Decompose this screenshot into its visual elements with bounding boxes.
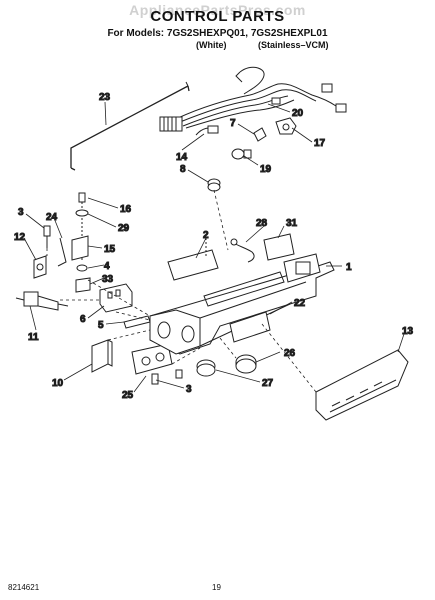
watermark: AppliancePartsPros.com (129, 2, 306, 18)
callout-2: 2 (203, 230, 209, 241)
callout-4: 4 (104, 261, 110, 272)
part-23-rod (70, 81, 190, 171)
callout-3-bottom: 3 (186, 384, 192, 395)
callout-6: 6 (80, 314, 86, 325)
models-line: For Models: 7GS2SHEXPQ01, 7GS2SHEXPL01 (107, 28, 328, 39)
part-33-clip (75, 277, 91, 293)
callout-12: 12 (14, 232, 26, 243)
callout-3-top: 3 (18, 207, 24, 218)
assembly-guides (46, 189, 317, 393)
part-3-screw-upper (43, 225, 51, 248)
callout-27: 27 (262, 378, 274, 389)
part-24-spring (57, 237, 67, 267)
page-number: 19 (212, 583, 221, 592)
callout-14: 14 (176, 152, 188, 163)
callout-19: 19 (260, 164, 272, 175)
part-11-actuator (15, 291, 69, 311)
part-15-bracket (71, 235, 89, 261)
part-3-screw-right (175, 369, 183, 379)
part-22-insert (229, 311, 271, 343)
callout-16: 16 (120, 204, 132, 215)
leader-lines (23, 101, 405, 393)
callout-11: 11 (28, 332, 39, 343)
part-28-lead (230, 238, 255, 263)
part-20-wire-harness (159, 66, 347, 136)
callout-25: 25 (122, 390, 134, 401)
callout-1: 1 (346, 262, 352, 273)
part-6-block (99, 283, 133, 313)
callout-26: 26 (284, 348, 296, 359)
callout-24: 24 (46, 212, 58, 223)
part-26-knob (235, 354, 257, 374)
callout-10: 10 (52, 378, 64, 389)
part-31-label (263, 233, 295, 261)
part-27-knob (196, 359, 216, 377)
callout-8: 8 (180, 164, 186, 175)
callout-29: 29 (118, 223, 130, 234)
callout-20: 20 (292, 108, 304, 119)
part-5-shim (123, 315, 151, 329)
callout-17: 17 (314, 138, 326, 149)
part-1-control-housing (149, 253, 335, 355)
part-13-cover-panel (315, 349, 409, 421)
part-19-bulb (231, 148, 252, 160)
part-8-grommet (207, 178, 221, 192)
part-29-washer (75, 209, 89, 217)
callout-22: 22 (294, 298, 306, 309)
callout-31: 31 (286, 218, 298, 229)
callout-28: 28 (256, 218, 268, 229)
part-4-nut (76, 264, 88, 272)
page-title: CONTROL PARTS (150, 8, 285, 25)
callout-7: 7 (230, 118, 236, 129)
part-2-cover (167, 238, 219, 281)
part-10-bracket (91, 339, 113, 373)
callout-33: 33 (102, 274, 114, 285)
part-12-bracket (33, 255, 47, 279)
callout-15: 15 (104, 244, 116, 255)
callout-23: 23 (99, 92, 111, 103)
variant-white: (White) (196, 40, 227, 50)
callout-13: 13 (402, 326, 414, 337)
variant-stainless: (Stainless–VCM) (258, 40, 329, 50)
part-3-screw-lower (151, 373, 159, 385)
part-7-connector (253, 127, 267, 142)
callout-5: 5 (98, 320, 104, 331)
document-number: 8214621 (8, 583, 40, 592)
part-17-socket (275, 117, 297, 135)
